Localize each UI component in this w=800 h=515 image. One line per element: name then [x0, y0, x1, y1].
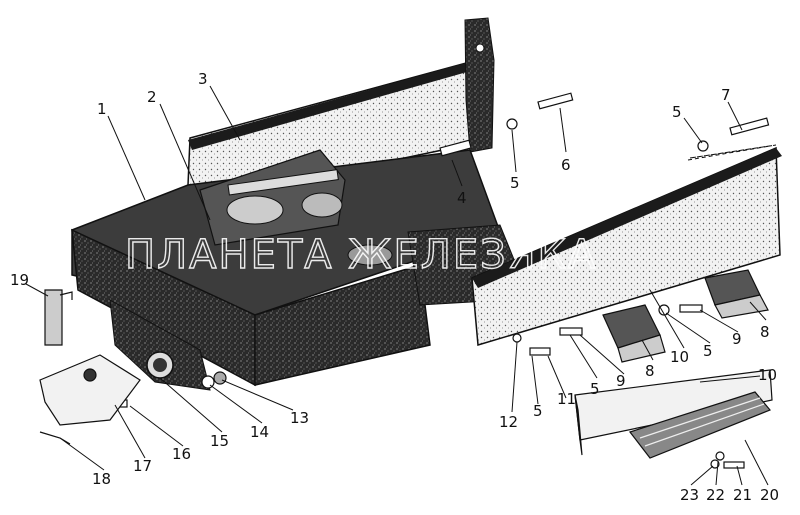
- callout-9b: 9: [616, 372, 626, 390]
- top-mechanism: [199, 149, 393, 266]
- callout-14: 14: [250, 423, 269, 441]
- callout-10b: 10: [758, 366, 777, 384]
- callout-5d: 5: [590, 380, 600, 398]
- hook-parts: [39, 289, 141, 445]
- callout-21: 21: [733, 486, 752, 504]
- callout-7: 7: [721, 86, 731, 104]
- callout-3: 3: [198, 70, 208, 88]
- callout-4: 4: [457, 189, 467, 207]
- callout-8b: 8: [645, 362, 655, 380]
- callout-19: 19: [10, 271, 29, 289]
- callout-22: 22: [706, 486, 725, 504]
- callout-16: 16: [172, 445, 191, 463]
- callout-18: 18: [92, 470, 111, 488]
- callout-12: 12: [499, 413, 518, 431]
- callout-2: 2: [147, 88, 157, 106]
- callout-10a: 10: [670, 348, 689, 366]
- callout-20: 20: [760, 486, 779, 504]
- callout-13: 13: [290, 409, 309, 427]
- callout-17: 17: [133, 457, 152, 475]
- callout-5c: 5: [703, 342, 713, 360]
- callout-23: 23: [680, 486, 699, 504]
- front-side-plate: [471, 144, 782, 346]
- leader-lines: [25, 85, 769, 486]
- callout-15: 15: [210, 432, 229, 450]
- callout-8a: 8: [760, 323, 770, 341]
- watermark-text: ПЛАНЕТА ЖЕЛЕЗЯКА: [125, 232, 597, 278]
- callout-6: 6: [561, 156, 571, 174]
- brackets: [602, 269, 769, 363]
- callout-9a: 9: [732, 330, 742, 348]
- callout-1: 1: [97, 100, 107, 118]
- callout-5a: 5: [510, 174, 520, 192]
- callout-11: 11: [557, 390, 576, 408]
- callout-labels: 1 2 3 4 5 6 5 7 8 9 5 10 8 9 5 10 11 5 1…: [10, 70, 779, 504]
- rear-side-plate: [187, 17, 495, 201]
- step-plate: [574, 369, 773, 459]
- callout-5e: 5: [533, 402, 543, 420]
- callout-5b: 5: [672, 103, 682, 121]
